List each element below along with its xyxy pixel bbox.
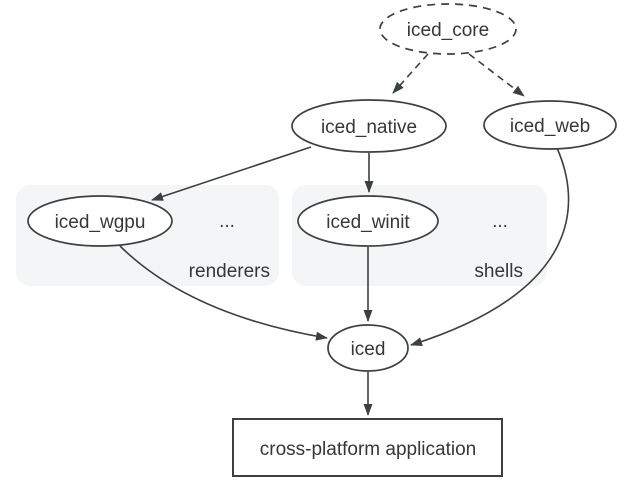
- iced-core-node: [379, 3, 517, 55]
- iced-native-label: iced_native: [321, 117, 417, 138]
- application-node: [232, 418, 503, 477]
- iced-winit-label: iced_winit: [326, 212, 410, 233]
- edge-iced-core-to-iced-native: [392, 53, 429, 94]
- iced-wgpu-node: [27, 195, 173, 247]
- iced-native-node: [291, 99, 447, 153]
- renderers-group-label: renderers: [189, 261, 270, 282]
- iced-wgpu-label: iced_wgpu: [55, 212, 146, 233]
- edge-iced-core-to-iced-web: [468, 53, 525, 97]
- iced-label: iced: [351, 339, 386, 360]
- edge-iced-native-to-iced-wgpu: [151, 146, 312, 201]
- edge-iced-wgpu-to-iced: [119, 245, 328, 341]
- iced-web-label: iced_web: [510, 116, 590, 137]
- iced-node: [327, 324, 409, 372]
- application-label: cross-platform application: [260, 439, 476, 460]
- iced-web-node: [483, 100, 617, 150]
- shells-group-label: shells: [474, 261, 523, 282]
- renderers-ellipsis: ...: [219, 211, 235, 232]
- iced-winit-node: [297, 195, 439, 247]
- shells-ellipsis: ...: [492, 211, 508, 232]
- edge-iced-web-to-iced: [410, 147, 570, 346]
- iced-core-label: iced_core: [407, 20, 489, 41]
